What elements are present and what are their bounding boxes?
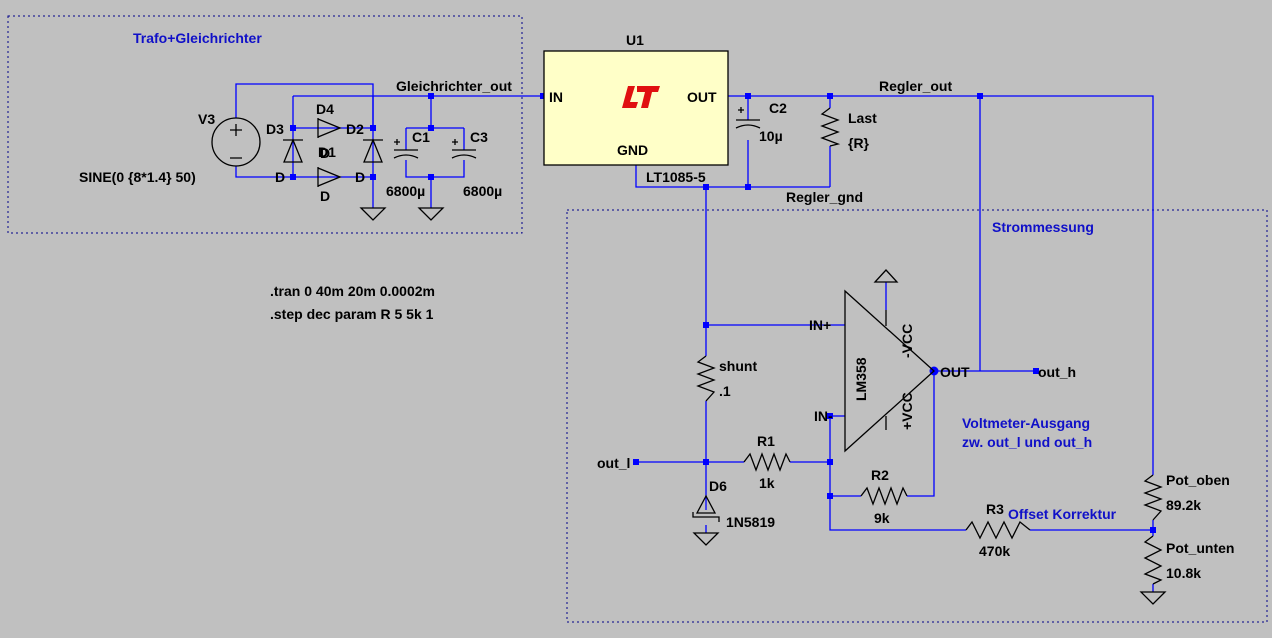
r1-resistor[interactable] bbox=[743, 452, 791, 472]
d3-diode[interactable] bbox=[283, 138, 303, 163]
d1-diode[interactable] bbox=[317, 167, 342, 187]
pot-unten-name: Pot_unten bbox=[1166, 540, 1234, 556]
opamp-name: LM358 bbox=[853, 357, 869, 401]
net-regler-out: Regler_out bbox=[879, 78, 952, 94]
voltmeter-comment-line1: Voltmeter-Ausgang bbox=[962, 415, 1090, 431]
v3-name: V3 bbox=[198, 111, 215, 127]
v3-voltage-source[interactable] bbox=[211, 117, 261, 167]
net-regler-gnd: Regler_gnd bbox=[786, 189, 863, 205]
u1-pin-out: OUT bbox=[687, 89, 717, 105]
c1-value: 6800µ bbox=[386, 183, 425, 199]
d6-value: 1N5819 bbox=[726, 514, 775, 530]
r2-name: R2 bbox=[871, 467, 889, 483]
opamp-pin-inp: IN+ bbox=[809, 317, 831, 333]
d4-value: D bbox=[320, 145, 330, 161]
linear-technology-logo-icon bbox=[622, 86, 660, 108]
offset-comment: Offset Korrektur bbox=[1008, 506, 1117, 522]
d2-value: D bbox=[355, 169, 365, 185]
opamp-pin-vneg: -VCC bbox=[899, 324, 915, 358]
opamp-pin-inn: IN- bbox=[814, 408, 833, 424]
r1-value: 1k bbox=[759, 475, 775, 491]
d4-name: D4 bbox=[316, 101, 334, 117]
d6-name: D6 bbox=[709, 478, 727, 494]
last-value: {R} bbox=[848, 135, 870, 151]
u1-regulator[interactable] bbox=[543, 50, 729, 166]
shunt-resistor[interactable] bbox=[696, 355, 716, 402]
wires bbox=[235, 83, 1154, 592]
c2-value: 10µ bbox=[759, 128, 783, 144]
strommessung-block-outline bbox=[566, 209, 1268, 623]
labels: Trafo+Gleichrichter Strommessung Voltmet… bbox=[79, 30, 1234, 581]
lm358-opamp[interactable] bbox=[844, 289, 935, 453]
d2-name: D2 bbox=[346, 121, 364, 137]
d3-name: D3 bbox=[266, 121, 284, 137]
pot-oben-resistor[interactable] bbox=[1143, 474, 1163, 521]
c1-capacitor[interactable] bbox=[393, 139, 419, 159]
u1-pin-gnd: GND bbox=[617, 142, 648, 158]
opamp-pin-out: OUT bbox=[940, 364, 970, 380]
pot-oben-value: 89.2k bbox=[1166, 497, 1201, 513]
c3-capacitor[interactable] bbox=[451, 139, 477, 159]
d3-value: D bbox=[275, 169, 285, 185]
net-gleichrichter-out: Gleichrichter_out bbox=[396, 78, 512, 94]
voltmeter-comment-line2: zw. out_l und out_h bbox=[962, 434, 1092, 450]
shunt-value: .1 bbox=[719, 383, 731, 399]
r3-value: 470k bbox=[979, 543, 1010, 559]
d1-value: D bbox=[320, 188, 330, 204]
r2-resistor[interactable] bbox=[860, 486, 908, 506]
last-name: Last bbox=[848, 110, 877, 126]
r3-resistor[interactable] bbox=[965, 520, 1031, 540]
c1-name: C1 bbox=[412, 129, 430, 145]
net-out-l: out_l bbox=[597, 455, 630, 471]
ground-symbols bbox=[359, 207, 1167, 605]
tran-directive: .tran 0 40m 20m 0.0002m bbox=[270, 283, 435, 299]
pot-unten-resistor[interactable] bbox=[1143, 535, 1163, 585]
opamp-pin-vpos: +VCC bbox=[899, 392, 915, 430]
v3-value: SINE(0 {8*1.4} 50) bbox=[79, 169, 196, 185]
net-out-h: out_h bbox=[1038, 364, 1076, 380]
c3-value: 6800µ bbox=[463, 183, 502, 199]
d1-name: D1 bbox=[318, 144, 336, 160]
shunt-name: shunt bbox=[719, 358, 757, 374]
last-resistor[interactable] bbox=[820, 107, 841, 147]
d2-diode[interactable] bbox=[363, 138, 383, 163]
u1-name: U1 bbox=[626, 32, 644, 48]
d6-schottky-diode[interactable] bbox=[692, 494, 720, 522]
c3-name: C3 bbox=[470, 129, 488, 145]
junctions bbox=[290, 93, 1156, 533]
step-directive: .step dec param R 5 5k 1 bbox=[270, 306, 434, 322]
trafo-block-title: Trafo+Gleichrichter bbox=[133, 30, 262, 46]
u1-pin-in: IN bbox=[549, 89, 563, 105]
pot-unten-value: 10.8k bbox=[1166, 565, 1201, 581]
r2-value: 9k bbox=[874, 510, 890, 526]
trafo-block-outline bbox=[7, 15, 523, 234]
c2-capacitor[interactable] bbox=[735, 107, 761, 129]
c2-name: C2 bbox=[769, 100, 787, 116]
r1-name: R1 bbox=[757, 433, 775, 449]
pot-oben-name: Pot_oben bbox=[1166, 472, 1230, 488]
r3-name: R3 bbox=[986, 501, 1004, 517]
d4-diode[interactable] bbox=[317, 118, 342, 138]
u1-part: LT1085-5 bbox=[646, 169, 706, 185]
strommessung-block-title: Strommessung bbox=[992, 219, 1094, 235]
